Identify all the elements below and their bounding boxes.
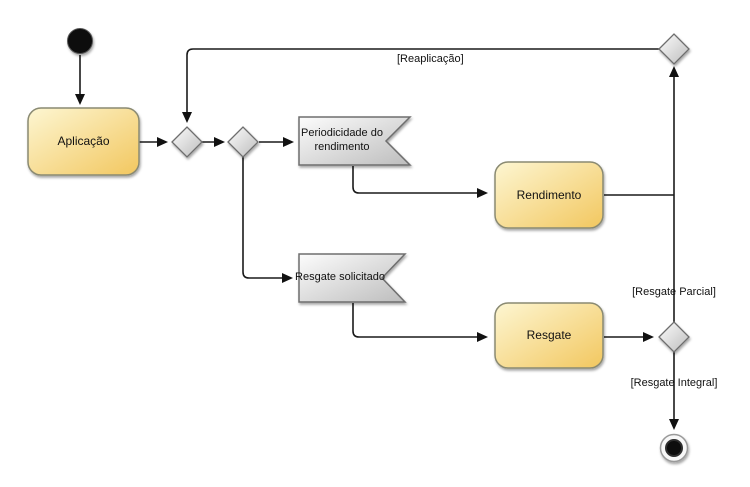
initial-node bbox=[67, 28, 93, 54]
signal-periodicidade bbox=[298, 116, 412, 166]
merge-node-left bbox=[171, 126, 203, 158]
action-aplicacao bbox=[27, 107, 140, 176]
edge-group bbox=[75, 48, 679, 430]
edge-reaplicacao-loop bbox=[182, 48, 659, 123]
edge-periodicidade-to-rendimento bbox=[352, 166, 488, 198]
action-rendimento bbox=[494, 161, 604, 229]
edge-decision-to-resgate-solicitado bbox=[242, 157, 293, 283]
merge-node-top-right bbox=[658, 33, 690, 65]
activity-final-node bbox=[659, 433, 689, 463]
signal-resgate-solicitado bbox=[298, 253, 407, 303]
decision-node-right bbox=[658, 321, 690, 353]
decision-node-main bbox=[227, 126, 259, 158]
final-node-inner-dot bbox=[665, 439, 683, 457]
edge-resgate-solicitado-to-resgate bbox=[352, 303, 488, 342]
action-resgate bbox=[494, 302, 604, 369]
